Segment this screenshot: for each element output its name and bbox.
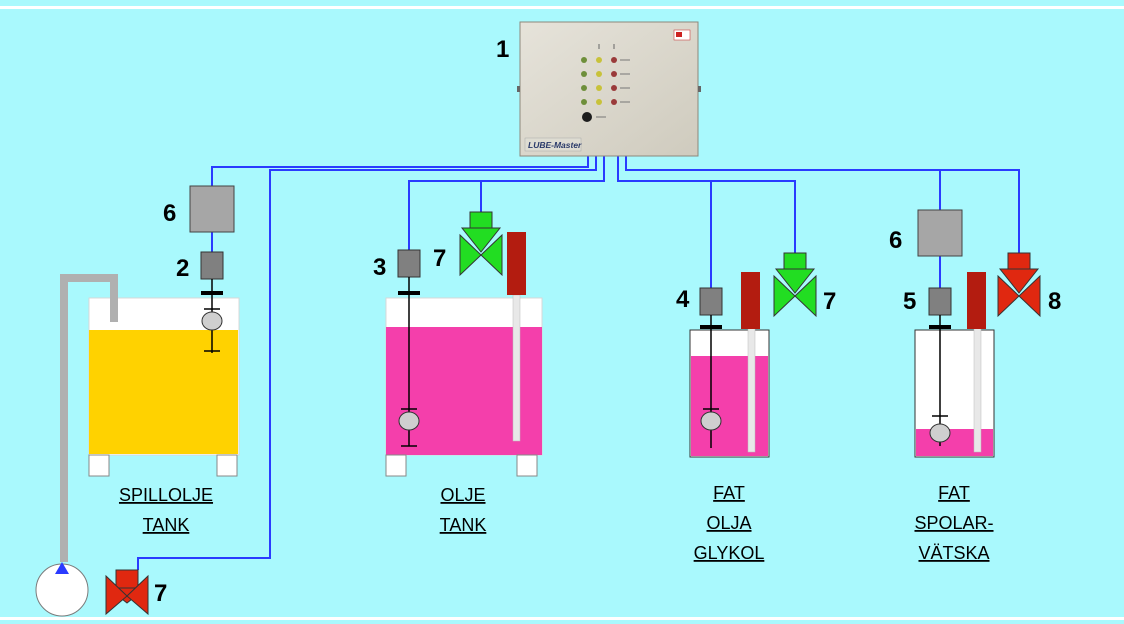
tank-label-washer-line1: FAT	[938, 483, 970, 503]
tank-label-spill-line1: SPILLOLJE	[119, 485, 213, 505]
return-pipe	[60, 274, 118, 562]
callout-sensor-glycol: 4	[676, 286, 690, 313]
wire-glycol-sensor	[617, 155, 712, 288]
level-sensor-spill	[200, 251, 224, 353]
level-sensor-washer	[928, 287, 952, 446]
level-sensor-oil	[397, 249, 421, 447]
top-border	[0, 6, 1124, 9]
callout-sensor-spill: 2	[176, 255, 189, 282]
wire-glycol-valve	[711, 180, 796, 253]
brand-label: LUBE-Master	[528, 140, 582, 150]
callout-valve-oil: 7	[433, 245, 446, 272]
tank-label-spill-line2: TANK	[143, 515, 190, 535]
callout-controller: 1	[496, 36, 509, 63]
liquid-fill	[89, 330, 238, 454]
wire-pump-valve	[137, 155, 597, 570]
wiring	[137, 155, 1020, 570]
control-box-spill	[189, 185, 235, 233]
tank-label-washer-line3: VÄTSKA	[918, 543, 989, 563]
brand-logo	[673, 29, 691, 41]
valve-washer-red	[997, 252, 1041, 318]
washer-fluid-drum	[914, 329, 995, 458]
callout-sensor-washer: 5	[903, 288, 916, 315]
liquid-fill	[916, 429, 993, 456]
valve-oil-green	[459, 211, 503, 277]
valve-glycol-green	[773, 252, 817, 318]
callout-box-washer: 6	[889, 227, 902, 254]
bottom-border	[0, 617, 1124, 620]
tank-label-glycol-line2: OLJA	[706, 513, 751, 533]
valve-pump-red	[105, 569, 149, 616]
callout-sensor-oil: 3	[373, 254, 386, 281]
dipstick-washer	[967, 272, 986, 453]
callout-valve-washer: 8	[1048, 288, 1061, 315]
pump	[35, 562, 89, 617]
tank-label-oil-line2: TANK	[440, 515, 487, 535]
glycol-drum	[689, 329, 770, 458]
brand-plate	[524, 137, 582, 152]
level-sensor-glycol	[699, 287, 723, 448]
control-box-washer	[917, 209, 963, 257]
liquid-fill	[691, 356, 768, 456]
wire-washer-box	[625, 155, 941, 210]
tank-foot	[88, 454, 110, 477]
tank-label-glycol-line1: FAT	[713, 483, 745, 503]
tank-foot	[385, 454, 407, 477]
wire-washer-valve	[940, 169, 1020, 253]
lube-master-controller: LUBE-Master	[517, 21, 701, 157]
tank-foot	[216, 454, 238, 477]
callout-box-spill: 6	[163, 200, 176, 227]
tank-label-oil-line1: OLJE	[440, 485, 485, 505]
callout-valve-glycol: 7	[823, 288, 836, 315]
wire-oil-sensor	[408, 155, 605, 250]
tank-label-washer-line2: SPOLAR-	[914, 513, 993, 533]
tank-label-glycol-line3: GLYKOL	[694, 543, 765, 563]
tank-foot	[516, 454, 538, 477]
wire-spill-box	[211, 155, 589, 186]
callout-valve-pump: 7	[154, 580, 167, 607]
status-leds	[581, 44, 630, 105]
reset-knob	[582, 112, 592, 122]
dipstick-glycol	[741, 272, 760, 453]
dipstick-oil	[507, 232, 526, 442]
